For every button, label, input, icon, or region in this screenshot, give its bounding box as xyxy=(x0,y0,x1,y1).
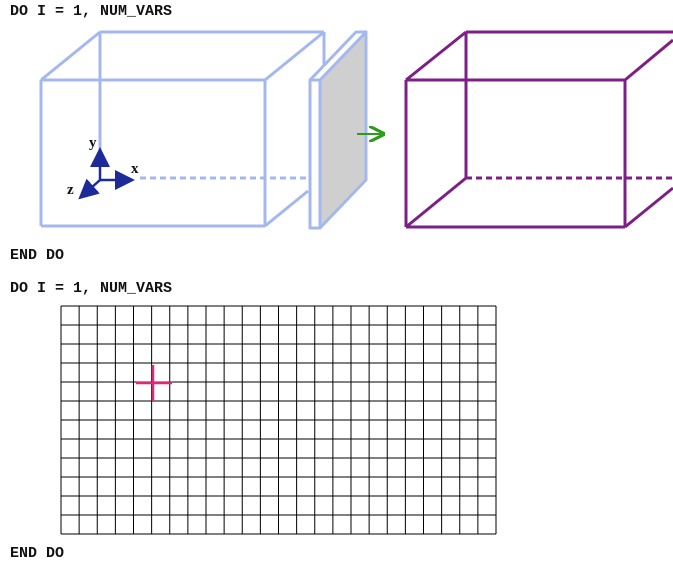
loop2-start-code: DO I = 1, NUM_VARS xyxy=(10,280,173,297)
target-volume-box xyxy=(404,30,673,229)
loop1-end-code: END DO xyxy=(10,247,65,264)
source-volume-box xyxy=(39,30,326,228)
extracted-slab xyxy=(308,30,368,230)
loop2-end-code: END DO xyxy=(10,545,65,562)
x-axis-label: x xyxy=(131,161,139,177)
z-axis-label: z xyxy=(67,182,74,198)
planar-grid xyxy=(60,305,497,535)
coordinate-axes xyxy=(78,147,135,200)
z-axis-arrow xyxy=(78,178,101,200)
y-axis-label: y xyxy=(89,135,97,151)
loop1-start-code: DO I = 1, NUM_VARS xyxy=(10,3,173,20)
grid-point-marker xyxy=(136,365,172,401)
